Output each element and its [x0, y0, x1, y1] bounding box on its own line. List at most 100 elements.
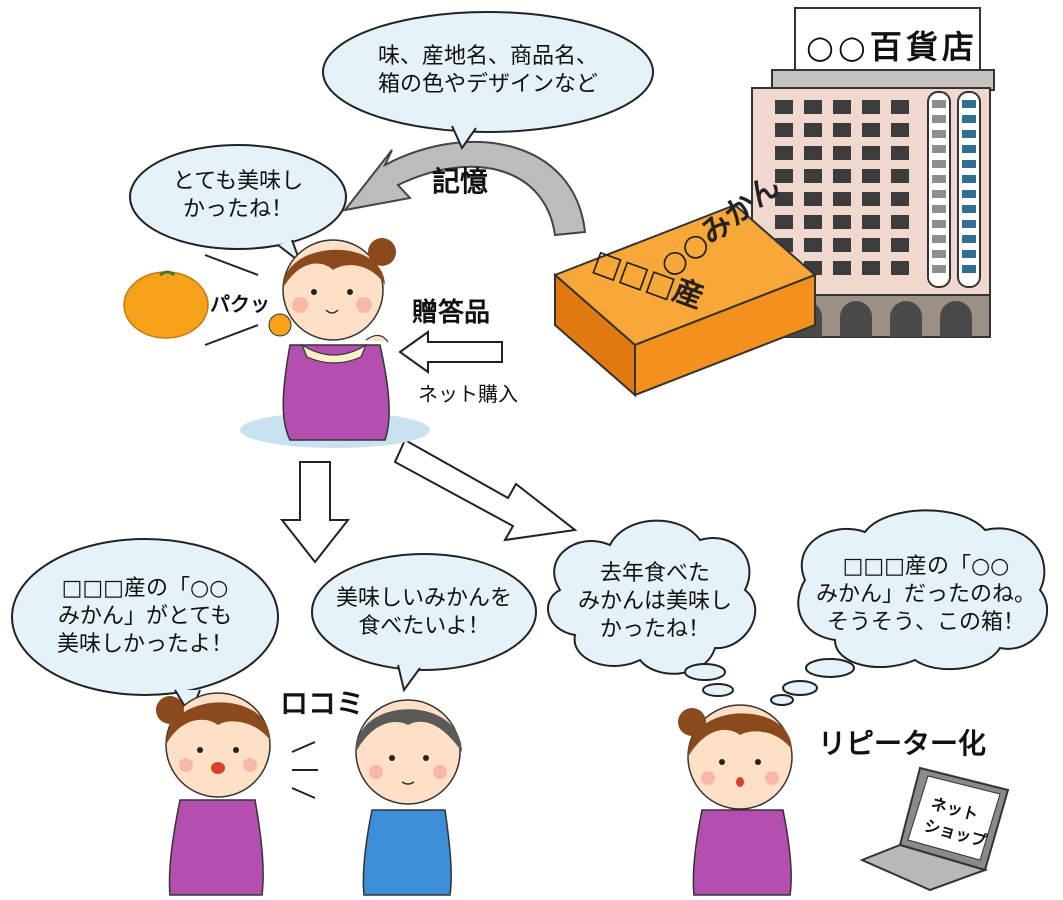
- elevator-light: [962, 235, 976, 243]
- bubble-want-eat: 美味しいみかんを 食べたいよ！: [318, 585, 530, 641]
- building-window: [833, 123, 851, 137]
- bubble-memory-top: 味、産地名、商品名、 箱の色やデザインなど: [340, 43, 636, 99]
- building-window: [862, 261, 880, 275]
- thought-cloud-last-year: [547, 519, 757, 697]
- building-window: [775, 215, 793, 229]
- bubble-last-year: 去年食べた みかんは美味し かったね！: [565, 560, 745, 644]
- building-window: [804, 100, 822, 114]
- building-window: [891, 123, 909, 137]
- bubble-recall-line3: そうそう、この箱！: [826, 610, 1025, 635]
- building-window: [833, 192, 851, 206]
- bubble-recall-line2: みかん」だったのね。: [815, 582, 1036, 607]
- building-window: [804, 192, 822, 206]
- label-paku: パクッ: [210, 292, 270, 316]
- girl-talking: [156, 692, 271, 896]
- building-window: [891, 146, 909, 160]
- bubble-delicious-line1: とても美味し: [172, 169, 304, 194]
- mikan-orange: [123, 270, 209, 339]
- building-window: [862, 215, 880, 229]
- building-window: [775, 100, 793, 114]
- building-window: [891, 169, 909, 183]
- label-kuchikomi: ロコミ: [280, 687, 365, 720]
- elevator-light: [932, 190, 946, 198]
- elevator-light: [932, 235, 946, 243]
- elevator-light: [962, 205, 976, 213]
- bubble-delicious-shape: [129, 144, 347, 265]
- thought-cloud-recall: [770, 509, 1049, 706]
- label-memory: 記憶: [432, 165, 489, 198]
- girl-eating: [240, 238, 430, 448]
- building-window: [862, 192, 880, 206]
- bubble-word-of-mouth: □□□産の「○○ みかん」がとても 美味しかったよ！: [30, 575, 260, 659]
- building-window: [833, 215, 851, 229]
- elevator-light: [932, 130, 946, 138]
- bubble-last-year-line2: みかんは美味し: [577, 589, 732, 614]
- building-window: [891, 215, 909, 229]
- bubble-delicious-line2: かったね！: [182, 197, 293, 222]
- label-repeater: リピーター化: [818, 727, 987, 760]
- bubble-delicious: とても美味し かったね！: [150, 168, 326, 224]
- elevator-light: [962, 100, 976, 108]
- elevator-light: [962, 160, 976, 168]
- elevator-light: [962, 250, 976, 258]
- girl-thinking: [678, 704, 793, 896]
- building-window: [891, 100, 909, 114]
- elevator-light: [932, 175, 946, 183]
- bubble-word-of-mouth-line3: 美味しかったよ！: [56, 632, 233, 657]
- bubble-memory-top-line2: 箱の色やデザインなど: [377, 72, 598, 97]
- building-window: [804, 169, 822, 183]
- building-window: [804, 215, 822, 229]
- bubble-memory-top-shape: [322, 11, 654, 151]
- bubble-want-eat-shape: [311, 553, 537, 693]
- elevator-light: [962, 145, 976, 153]
- elevator-light: [962, 220, 976, 228]
- elevator-light: [962, 175, 976, 183]
- building-window: [891, 238, 909, 252]
- laptop: [859, 766, 1010, 892]
- building-window: [862, 146, 880, 160]
- elevator-light: [962, 115, 976, 123]
- building-window: [833, 261, 851, 275]
- building-window: [862, 123, 880, 137]
- building-window: [804, 123, 822, 137]
- building-window: [862, 169, 880, 183]
- building-window: [891, 261, 909, 275]
- memory-curve-arrow: [342, 140, 587, 237]
- bubble-recall: □□□産の「○○ みかん」だったのね。 そうそう、この箱！: [808, 553, 1044, 637]
- elevator-light: [932, 265, 946, 273]
- store-sign: ○○百貨店: [806, 28, 978, 66]
- building-window: [862, 100, 880, 114]
- elevator-light: [932, 160, 946, 168]
- elevator-light: [962, 265, 976, 273]
- department-store: [751, 7, 995, 338]
- building-window: [891, 192, 909, 206]
- gift-arrow: [398, 330, 503, 374]
- elevator-light: [932, 145, 946, 153]
- building-window: [804, 238, 822, 252]
- bubble-last-year-line3: かったね！: [599, 617, 710, 642]
- building-window: [833, 169, 851, 183]
- mikan-box: [553, 203, 817, 398]
- elevator-light: [932, 100, 946, 108]
- bubble-word-of-mouth-line2: みかん」がとても: [57, 604, 233, 629]
- diagonal-arrow: [393, 438, 578, 542]
- building-window: [833, 238, 851, 252]
- elevator-light: [932, 250, 946, 258]
- bubble-recall-line1: □□□産の「○○: [842, 554, 1010, 579]
- bubble-want-eat-line1: 美味しいみかんを: [335, 586, 512, 611]
- bubble-word-of-mouth-shape: [11, 538, 279, 718]
- bubble-last-year-line1: 去年食べた: [599, 561, 710, 586]
- boy: [355, 699, 462, 896]
- building-window: [775, 146, 793, 160]
- elevator-light: [932, 205, 946, 213]
- elevator-light: [962, 190, 976, 198]
- paku-lines: [204, 254, 259, 346]
- building-window: [775, 123, 793, 137]
- building-window: [775, 192, 793, 206]
- building-window: [862, 238, 880, 252]
- label-gift: 贈答品: [412, 298, 491, 328]
- bubble-word-of-mouth-line1: □□□産の「○○: [61, 576, 229, 601]
- building-window: [804, 146, 822, 160]
- bubble-memory-top-line1: 味、産地名、商品名、: [377, 44, 598, 69]
